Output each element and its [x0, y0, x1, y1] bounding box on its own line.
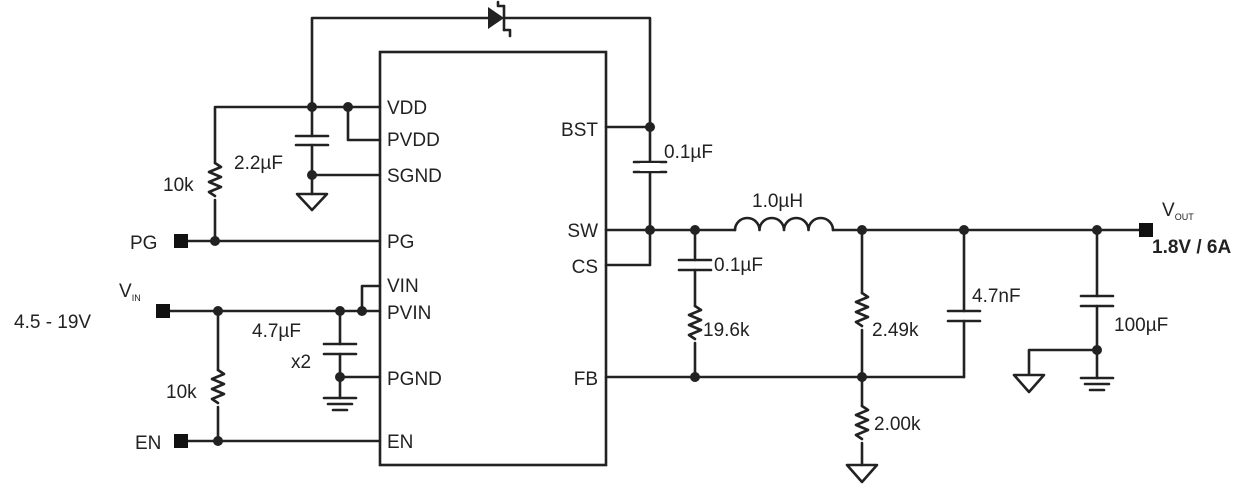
pin-label-sw: SW: [567, 221, 598, 242]
bst-capacitor-label: 0.1µF: [664, 142, 713, 163]
junction-dot: [210, 236, 220, 246]
pgnd-ground-icon: [322, 396, 358, 412]
cs-wire: [604, 228, 652, 267]
junction-dot: [357, 306, 367, 316]
junction-dot: [335, 372, 345, 382]
pin-label-pvdd: PVDD: [387, 130, 440, 151]
en-resistor-label: 10k: [166, 382, 197, 403]
en-port-icon: [174, 434, 188, 448]
vin-symbol: VIN: [119, 281, 141, 303]
pin-label-en: EN: [387, 432, 413, 453]
output-capacitor-label: 100µF: [1114, 315, 1168, 336]
pg-port-label: PG: [130, 233, 157, 254]
vin-pin-wire: [360, 284, 382, 313]
junction-dot: [857, 372, 867, 382]
pin-label-fb: FB: [574, 369, 598, 390]
bst-capacitor: [632, 160, 668, 174]
fb-ground-icon: [845, 463, 879, 484]
junction-dot: [307, 170, 317, 180]
junction-dot: [1092, 345, 1102, 355]
junction-dot: [213, 306, 223, 316]
junction-dot: [307, 102, 317, 112]
en-port-label: EN: [135, 433, 161, 454]
vout-port-icon: [1139, 223, 1153, 237]
vdd-capacitor-label: 2.2µF: [234, 153, 283, 174]
cs-capacitor-label: 0.1µF: [714, 255, 763, 276]
output-power-ground-icon: [1079, 376, 1115, 392]
junction-dot: [645, 122, 655, 132]
vin-port-icon: [156, 304, 170, 318]
input-capacitor: [322, 309, 382, 400]
pg-pullup-resistor: [207, 161, 223, 243]
pin-label-pg: PG: [387, 232, 414, 253]
pin-label-vdd: VDD: [387, 98, 427, 119]
input-capacitor-label: 4.7µF: [252, 321, 301, 342]
vin-range-label: 4.5 - 19V: [14, 312, 91, 333]
feedback-bottom-resistor: [854, 404, 870, 467]
junction-dot: [690, 372, 700, 382]
pin-label-pgnd: PGND: [387, 369, 442, 390]
vin-subscript: IN: [132, 293, 141, 303]
cs-resistor: [687, 304, 703, 379]
vout-subscript: OUT: [1175, 212, 1195, 222]
output-signal-ground-icon: [1012, 373, 1046, 394]
pg-port-icon: [174, 234, 188, 248]
pin-label-pvin: PVIN: [387, 303, 431, 324]
input-capacitor-multiplier: x2: [291, 352, 311, 373]
output-capacitor: [1027, 228, 1115, 380]
junction-dot: [213, 436, 223, 446]
junction-dot: [343, 102, 353, 112]
pin-label-bst: BST: [561, 120, 598, 141]
junction-dot: [959, 225, 969, 235]
cs-resistor-label: 19.6k: [703, 320, 750, 341]
junction-dot: [857, 225, 867, 235]
pin-label-vin: VIN: [387, 276, 419, 297]
junction-dot: [335, 306, 345, 316]
vout-symbol: VOUT: [1162, 200, 1194, 222]
feedforward-capacitor: [946, 228, 982, 379]
inductor-label: 1.0µH: [752, 191, 803, 212]
feedback-top-resistor: [854, 228, 870, 408]
pin-label-sgnd: SGND: [387, 166, 442, 187]
vdd-capacitor: [294, 105, 382, 196]
feedback-top-resistor-label: 2.49k: [872, 320, 919, 341]
cs-capacitor: [677, 228, 713, 308]
pin-label-cs: CS: [572, 257, 598, 278]
vout-spec-label: 1.8V / 6A: [1152, 237, 1231, 258]
junction-dot: [1092, 225, 1102, 235]
inductor-icon: [733, 216, 835, 232]
en-pullup-resistor: [210, 309, 226, 443]
sgnd-ground-icon: [295, 192, 329, 212]
pg-resistor-label: 10k: [163, 175, 194, 196]
junction-dot: [690, 225, 700, 235]
junction-dots: [210, 102, 1102, 446]
junction-dot: [645, 225, 655, 235]
feedforward-capacitor-label: 4.7nF: [972, 286, 1021, 307]
feedback-bottom-resistor-label: 2.00k: [874, 414, 921, 435]
ic-body: [378, 50, 608, 467]
bootstrap-diode-icon: [488, 0, 512, 38]
